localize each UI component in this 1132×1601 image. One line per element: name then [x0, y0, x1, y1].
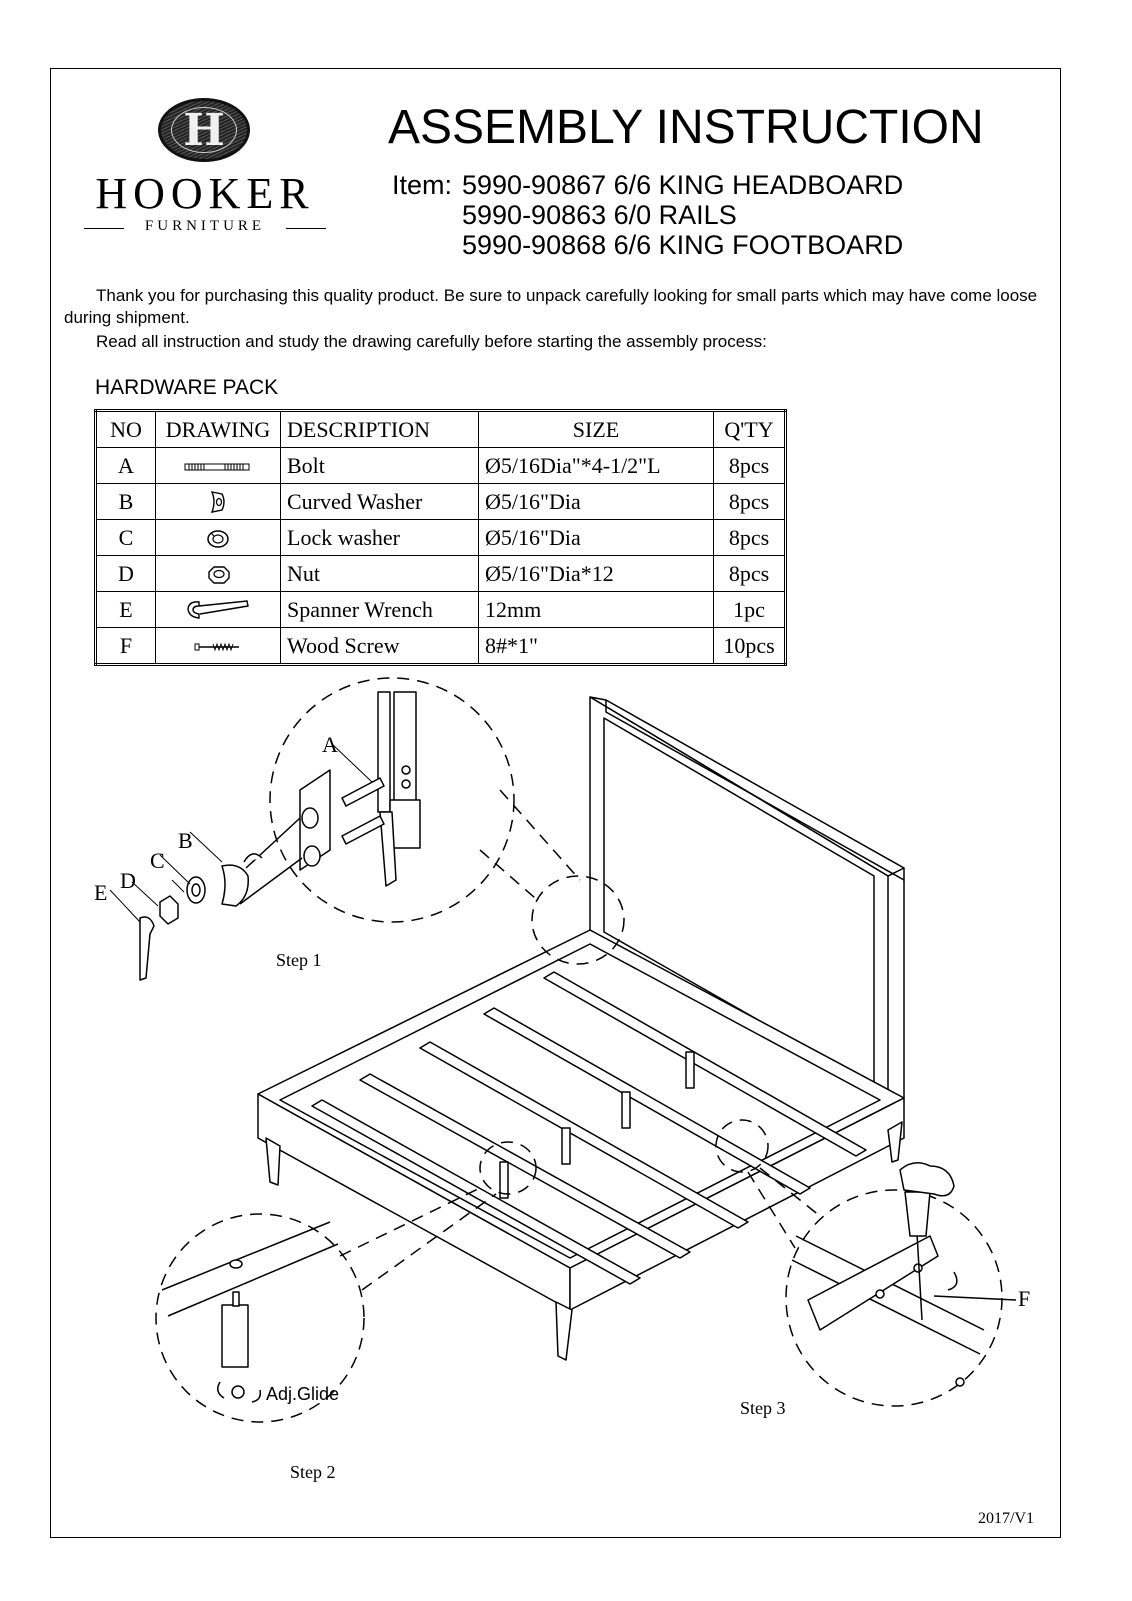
cell-no: A — [95, 447, 156, 484]
cell-drawing — [155, 627, 281, 665]
cell-qty: 8pcs — [713, 447, 786, 484]
label-f: F — [1018, 1286, 1031, 1311]
cell-description: Wood Screw — [280, 627, 479, 665]
cell-no: E — [95, 591, 156, 628]
cell-no: F — [95, 627, 156, 665]
label-d: D — [120, 868, 136, 893]
cell-drawing — [155, 519, 281, 556]
bed-frame-drawing — [257, 929, 905, 1361]
cell-no: D — [95, 555, 156, 592]
cell-qty: 8pcs — [713, 483, 786, 520]
hardware-table: NO DRAWING DESCRIPTION SIZE Q'TY A Bolt … — [94, 409, 787, 666]
col-description: DESCRIPTION — [280, 410, 479, 448]
item-footboard: 5990-90868 6/6 KING FOOTBOARD — [462, 230, 904, 260]
cell-no: C — [95, 519, 156, 556]
wrench-icon — [187, 600, 249, 620]
slats-drawing — [311, 971, 867, 1285]
page-title: ASSEMBLY INSTRUCTION — [388, 101, 984, 154]
exploded-hardware — [109, 743, 373, 981]
step3-detail — [715, 1119, 1003, 1407]
intro-paragraph: Thank you for purchasing this quality pr… — [64, 286, 1038, 327]
label-c: C — [150, 848, 165, 873]
bolt-icon — [184, 463, 250, 471]
col-drawing: DRAWING — [155, 410, 281, 448]
step2-parts — [161, 1221, 339, 1403]
curved-washer-icon — [210, 491, 225, 514]
cell-size: 8#*1" — [478, 627, 714, 665]
cell-description: Nut — [280, 555, 479, 592]
table-row: B Curved Washer Ø5/16"Dia 8pcs — [95, 483, 786, 520]
hardware-heading: HARDWARE PACK — [95, 376, 279, 399]
nut-icon — [208, 566, 230, 585]
version-label: 2017/V1 — [978, 1510, 1034, 1527]
step1-detail — [269, 677, 625, 965]
label-e: E — [94, 880, 108, 905]
step-3-label: Step 3 — [740, 1398, 786, 1418]
logo-brand: HOOKER — [95, 169, 315, 218]
wood-screw-icon — [194, 643, 239, 652]
col-qty: Q'TY — [713, 410, 786, 448]
cell-qty: 10pcs — [713, 627, 786, 665]
label-b: B — [178, 828, 193, 853]
page-border — [50, 68, 1061, 1538]
step-2-label: Step 2 — [290, 1462, 336, 1482]
cell-description: Spanner Wrench — [280, 591, 479, 628]
step3-parts — [791, 1162, 1017, 1387]
lock-washer-icon — [207, 530, 229, 548]
cell-drawing — [155, 483, 281, 520]
center-legs-drawing — [499, 1051, 695, 1199]
cell-qty: 8pcs — [713, 519, 786, 556]
item-label: Item: — [392, 170, 453, 200]
step2-detail — [155, 1141, 537, 1423]
label-a: A — [322, 732, 338, 757]
cell-description: Bolt — [280, 447, 479, 484]
hooker-logo: H HOOKER FURNITURE — [80, 96, 340, 246]
logo-letter: H — [183, 105, 225, 156]
table-row: A Bolt Ø5/16Dia"*4-1/2"L 8pcs — [95, 447, 786, 484]
step1-parts — [299, 691, 421, 887]
table-row: D Nut Ø5/16"Dia*12 8pcs — [95, 555, 786, 592]
table-row: C Lock washer Ø5/16"Dia 8pcs — [95, 519, 786, 556]
item-rails: 5990-90863 6/0 RAILS — [462, 200, 737, 230]
logo-emblem: H — [158, 98, 250, 162]
table-row: F Wood Screw 8#*1" 10pcs — [95, 627, 786, 665]
table-row: E Spanner Wrench 12mm 1pc — [95, 591, 786, 628]
cell-drawing — [155, 591, 281, 628]
cell-drawing — [155, 555, 281, 592]
adj-glide-label: Adj.Glide — [266, 1384, 340, 1404]
step-1-label: Step 1 — [276, 950, 322, 970]
cell-qty: 8pcs — [713, 555, 786, 592]
table-header-row: NO DRAWING DESCRIPTION SIZE Q'TY — [95, 410, 786, 448]
intro-instruction: Read all instruction and study the drawi… — [96, 332, 767, 351]
headboard-drawing — [589, 696, 905, 1099]
cell-qty: 1pc — [713, 591, 786, 628]
item-headboard: 5990-90867 6/6 KING HEADBOARD — [462, 170, 904, 200]
logo-sub: FURNITURE — [80, 218, 330, 235]
